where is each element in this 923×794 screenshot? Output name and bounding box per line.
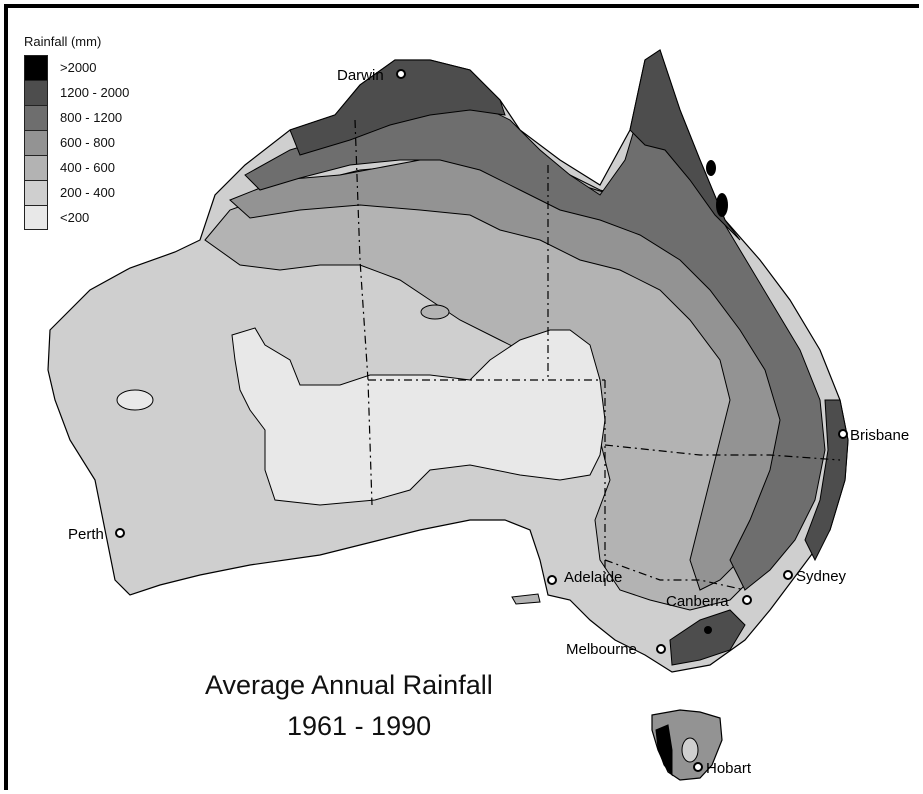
rainfall-band-1200-2000-cape xyxy=(629,49,741,241)
legend-label: 800 - 1200 xyxy=(60,110,123,125)
brisbane-label: Brisbane xyxy=(850,427,909,444)
legend-item: <200 xyxy=(24,205,129,230)
legend-swatch xyxy=(24,205,48,230)
canberra-label: Canberra xyxy=(666,593,729,610)
perth-marker xyxy=(115,528,125,538)
adelaide-label: Adelaide xyxy=(564,569,622,586)
city-markers xyxy=(115,69,848,772)
tasmania-dry-patch xyxy=(681,737,699,763)
state-borders xyxy=(354,119,841,591)
melbourne-label: Melbourne xyxy=(566,641,637,658)
legend-item: 600 - 800 xyxy=(24,130,129,155)
legend-swatch xyxy=(24,80,48,105)
legend-item: 1200 - 2000 xyxy=(24,80,129,105)
map-title: Average Annual Rainfall 1961 - 1990 xyxy=(205,670,493,742)
legend-title: Rainfall (mm) xyxy=(24,34,102,49)
hobart-label: Hobart xyxy=(706,760,752,777)
legend-label: 200 - 400 xyxy=(60,185,115,200)
rainfall-band-1200-2000-southeast xyxy=(669,609,746,666)
hobart-marker xyxy=(693,762,703,772)
legend-swatch xyxy=(24,105,48,130)
melbourne-marker xyxy=(656,644,666,654)
darwin-label: Darwin xyxy=(337,67,384,84)
canberra-marker xyxy=(742,595,752,605)
map-title-line2: 1961 - 1990 xyxy=(287,711,432,741)
legend-item: 200 - 400 xyxy=(24,180,129,205)
kangaroo-island xyxy=(511,593,541,605)
rainfall-band-1200-2000-east xyxy=(804,399,849,562)
legend-swatch xyxy=(24,55,48,80)
rainfall-spot-over-2000-b xyxy=(716,193,728,217)
rainfall-spot-over-2000-c xyxy=(704,626,712,634)
darwin-marker xyxy=(396,69,406,79)
rainfall-spot-over-2000-a xyxy=(706,160,716,176)
legend-item: 400 - 600 xyxy=(24,155,129,180)
legend-rows: >2000 1200 - 2000 800 - 1200 600 - 800 400 -… xyxy=(24,55,129,230)
legend-swatch xyxy=(24,155,48,180)
rainfall-band-800-1200 xyxy=(244,89,826,591)
legend-item: >2000 xyxy=(24,55,129,80)
legend-swatch xyxy=(24,180,48,205)
rainfall-band-1200-2000-north xyxy=(289,59,506,156)
rainfall-band-under-200 xyxy=(231,327,606,506)
legend-label: >2000 xyxy=(60,60,97,75)
legend: Rainfall (mm) >2000 1200 - 2000 800 - 1200… xyxy=(24,34,129,230)
legend-label: 600 - 800 xyxy=(60,135,115,150)
brisbane-marker xyxy=(838,429,848,439)
legend-label: 400 - 600 xyxy=(60,160,115,175)
adelaide-marker xyxy=(547,575,557,585)
legend-item: 800 - 1200 xyxy=(24,105,129,130)
rainfall-patch-west xyxy=(116,389,154,411)
city-labels: Darwin Perth Adelaide Canberra Sydney Me… xyxy=(68,67,909,777)
sydney-marker xyxy=(783,570,793,580)
legend-label: 1200 - 2000 xyxy=(60,85,130,100)
perth-label: Perth xyxy=(68,526,104,543)
rainfall-patch-lake xyxy=(420,304,450,320)
legend-swatch xyxy=(24,130,48,155)
tasmania-west-band xyxy=(655,724,673,777)
map-title-line1: Average Annual Rainfall xyxy=(205,670,493,700)
legend-label: <200 xyxy=(60,210,90,225)
sydney-label: Sydney xyxy=(796,568,847,585)
